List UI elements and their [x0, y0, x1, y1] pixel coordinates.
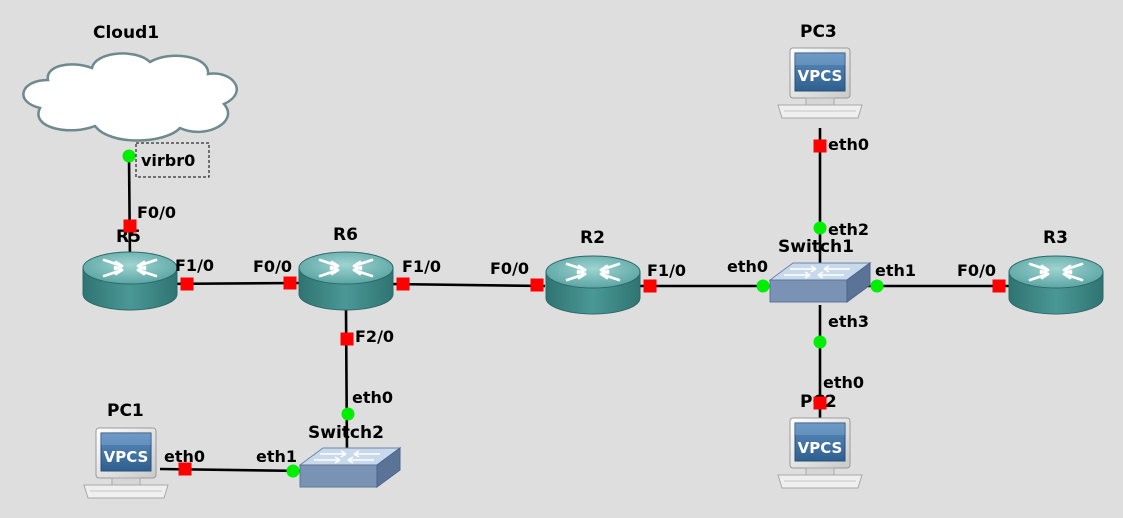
port-markers	[122, 139, 1006, 478]
status-down-square	[123, 219, 137, 233]
pc1-screen-text: VPCS	[104, 448, 149, 466]
switch-icon	[769, 262, 871, 303]
r2-f0-0-label: F0/0	[490, 259, 529, 278]
switch2-eth1-label: eth1	[256, 447, 297, 466]
interface-labels: F0/0 F1/0 F0/0 F1/0 F0/0 F1/0 eth0 eth1 …	[137, 135, 996, 466]
link-cloud1-r5[interactable]	[127, 155, 132, 263]
r6-f0-0-label: F0/0	[253, 257, 292, 276]
status-down-square	[340, 332, 354, 346]
link-r6-r2[interactable]	[389, 282, 546, 288]
node-switch1[interactable]: Switch1	[769, 237, 871, 303]
status-down-square	[283, 276, 297, 290]
router-icon	[297, 250, 395, 312]
switch1-eth1-label: eth1	[875, 261, 916, 280]
node-cloud1[interactable]: Cloud1 virbr0	[22, 23, 238, 178]
port-cloud1-virbr0-marker	[122, 149, 136, 163]
pc1-label: PC1	[107, 401, 144, 421]
node-pc3[interactable]: VPCS PC3	[777, 22, 863, 119]
status-up-dot	[286, 464, 300, 478]
port-r6-f1-0-marker	[396, 277, 410, 291]
port-r5-f0-0-marker	[123, 219, 137, 233]
status-down-square	[396, 277, 410, 291]
r6-f2-0-label: F2/0	[355, 327, 394, 346]
port-switch1-eth0-marker	[756, 279, 770, 293]
r2-f1-0-label: F1/0	[647, 261, 686, 280]
virbr0-label: virbr0	[141, 151, 195, 170]
router-icon	[81, 250, 179, 312]
port-r3-f0-0-marker	[992, 279, 1006, 293]
switch-icon	[299, 447, 401, 488]
node-r6[interactable]: R6	[297, 225, 395, 312]
node-pc1[interactable]: VPCS PC1	[83, 401, 169, 499]
r3-f0-0-label: F0/0	[957, 261, 996, 280]
router-icon	[544, 254, 642, 316]
port-r6-f0-0-marker	[283, 276, 297, 290]
node-switch2[interactable]: Switch2	[299, 423, 401, 488]
status-up-dot	[122, 149, 136, 163]
switch1-eth3-label: eth3	[828, 312, 869, 331]
port-pc3-eth0-marker	[813, 139, 827, 153]
node-r2[interactable]: R2	[544, 228, 642, 316]
pc2-eth0-label: eth0	[823, 373, 864, 392]
router-icon	[1007, 254, 1105, 316]
port-switch1-eth1-marker	[870, 279, 884, 293]
r5-f0-0-label: F0/0	[137, 203, 176, 222]
node-r5[interactable]: R5	[81, 227, 179, 312]
port-switch2-eth0-marker	[341, 407, 355, 421]
port-r2-f1-0-marker	[643, 279, 657, 293]
r3-label: R3	[1043, 228, 1068, 248]
switch1-label: Switch1	[778, 237, 854, 257]
port-pc1-eth0-marker	[178, 462, 192, 476]
port-r6-f2-0-marker	[340, 332, 354, 346]
status-down-square	[643, 279, 657, 293]
node-r3[interactable]: R3	[1007, 228, 1105, 316]
status-up-dot	[813, 221, 827, 235]
status-down-square	[813, 139, 827, 153]
status-down-square	[530, 278, 544, 292]
port-switch1-eth3-marker	[813, 335, 827, 349]
port-switch1-eth2-marker	[813, 221, 827, 235]
status-down-square	[813, 396, 827, 410]
pc2-screen-text: VPCS	[798, 439, 843, 457]
switch2-label: Switch2	[308, 423, 384, 443]
status-up-dot	[813, 335, 827, 349]
switch2-eth0-label: eth0	[352, 388, 393, 407]
status-up-dot	[341, 407, 355, 421]
pc1-eth0-label: eth0	[164, 447, 205, 466]
r2-label: R2	[580, 228, 605, 248]
cloud-icon	[22, 52, 238, 142]
status-down-square	[992, 279, 1006, 293]
switch1-eth0-label: eth0	[727, 257, 768, 276]
status-down-square	[180, 277, 194, 291]
pc3-screen-text: VPCS	[798, 67, 843, 85]
pc3-eth0-label: eth0	[828, 135, 869, 154]
cloud1-label: Cloud1	[93, 23, 159, 43]
port-r5-f1-0-marker	[180, 277, 194, 291]
port-pc2-eth0-marker	[813, 396, 827, 410]
r6-f1-0-label: F1/0	[402, 257, 441, 276]
switch1-eth2-label: eth2	[828, 220, 869, 239]
r6-label: R6	[333, 225, 358, 245]
status-up-dot	[756, 279, 770, 293]
port-r2-f0-0-marker	[530, 278, 544, 292]
status-up-dot	[870, 279, 884, 293]
port-switch2-eth1-marker	[286, 464, 300, 478]
r5-f1-0-label: F1/0	[175, 256, 214, 275]
pc3-label: PC3	[800, 22, 837, 42]
status-down-square	[178, 462, 192, 476]
virbr0-interface-box	[135, 142, 210, 178]
